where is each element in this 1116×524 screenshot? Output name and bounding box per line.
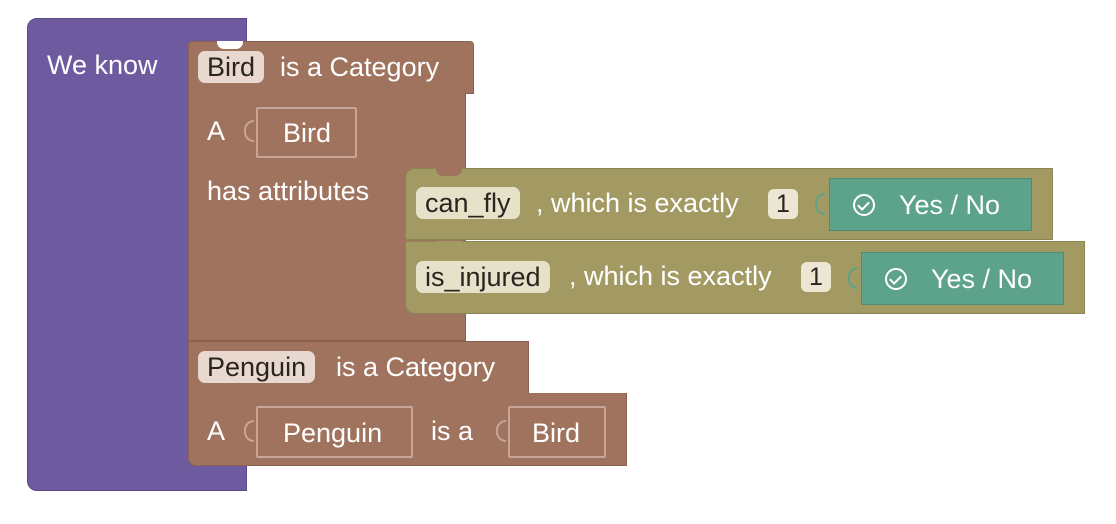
penguin-isa-label: is a: [431, 416, 474, 446]
parent-slot-connector: [496, 420, 506, 442]
penguin-category-body[interactable]: [188, 393, 627, 466]
penguin-category-suffix: is a Category: [336, 352, 496, 382]
penguin-parent-slot[interactable]: Bird: [508, 406, 606, 458]
bird-slot-connector: [244, 120, 254, 142]
penguin-class-slot[interactable]: Penguin: [256, 406, 413, 458]
type-label: Yes / No: [931, 264, 1033, 294]
check-circle-icon: [853, 194, 875, 216]
attribute-count-chip[interactable]: 1: [768, 189, 798, 220]
attribute-name-chip[interactable]: can_fly: [416, 187, 520, 220]
type-label: Yes / No: [899, 190, 1001, 220]
has-attributes-label: has attributes: [207, 176, 370, 206]
bird-article: A: [207, 116, 226, 146]
bird-category-name-chip[interactable]: Bird: [198, 51, 265, 84]
type-slot-connector: [815, 193, 825, 215]
check-circle-icon: [885, 268, 907, 290]
bird-class-slot[interactable]: Bird: [256, 107, 357, 158]
bird-class-slot-value: Bird: [283, 118, 332, 148]
type-slot-connector: [848, 267, 858, 289]
attribute-name-chip[interactable]: is_injured: [416, 261, 550, 294]
bird-category-suffix: is a Category: [280, 52, 440, 82]
penguin-category-name-chip[interactable]: Penguin: [198, 351, 316, 384]
penguin-class-slot-value: Penguin: [283, 418, 383, 448]
attribute-connector: , which is exactly: [569, 261, 772, 291]
we-know-label: We know: [47, 50, 158, 80]
penguin-slot-connector: [244, 420, 254, 442]
penguin-article: A: [207, 416, 226, 446]
attribute-connector: , which is exactly: [536, 188, 739, 218]
attribute-count-chip[interactable]: 1: [801, 262, 831, 293]
penguin-parent-slot-value: Bird: [532, 418, 581, 448]
